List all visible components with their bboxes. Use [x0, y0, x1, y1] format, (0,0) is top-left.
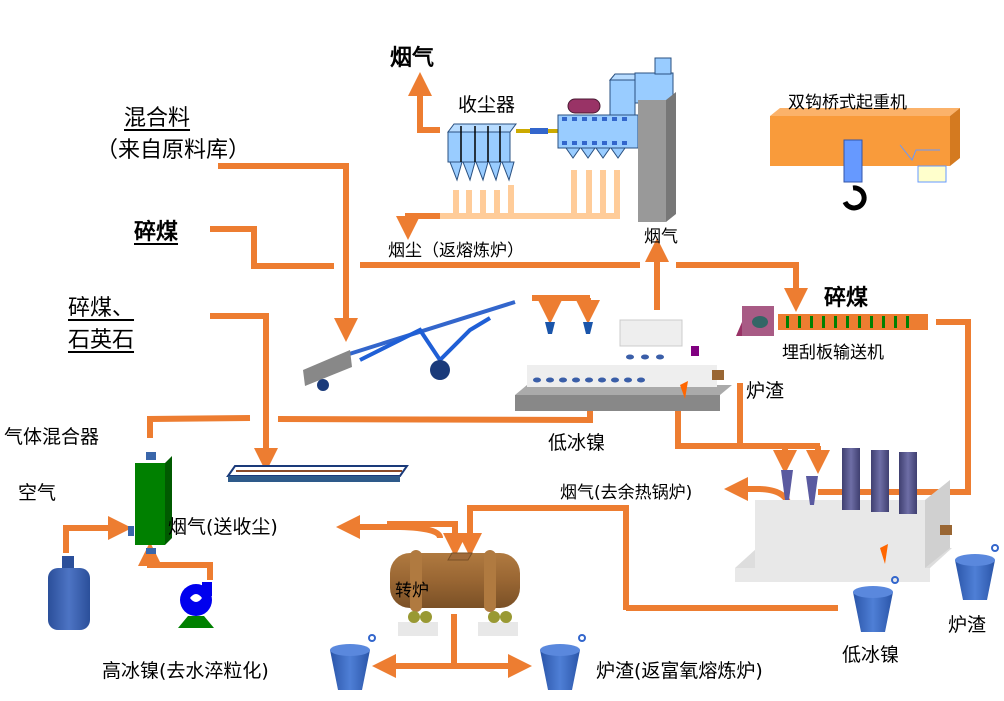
label-air: 空气	[18, 482, 57, 504]
label-mixed-material: 混合料	[124, 106, 191, 131]
bridge-crane	[770, 108, 960, 211]
label-converter: 转炉	[395, 581, 429, 601]
label-crushed-coal-quartz-2: 石英石	[68, 328, 135, 353]
ladle-high-matte	[330, 634, 376, 690]
dust-collector	[447, 123, 558, 182]
label-high-matte: 高冰镍(去水淬粒化)	[102, 660, 269, 682]
label-slag-2: 炉渣	[948, 614, 987, 636]
label-low-matte-1: 低冰镍	[548, 432, 606, 454]
flow-to-converter-1	[387, 521, 467, 557]
inclined-belt-conveyor	[303, 300, 516, 391]
label-gas-mixer: 气体混合器	[4, 426, 100, 448]
flow-gas-mixer	[147, 415, 251, 438]
dust-lines	[440, 170, 620, 219]
label-low-matte-2: 低冰镍	[842, 644, 900, 666]
label-mixed-material-source: （来自原料库）	[96, 138, 251, 163]
air-tank	[48, 556, 90, 630]
ladle-slag-return	[540, 634, 586, 690]
label-slag-1: 炉渣	[746, 380, 785, 402]
gas-mixer	[128, 452, 172, 554]
electric-furnace-1	[515, 319, 732, 411]
chimney-stack	[638, 92, 676, 222]
flow-crushed-coal	[210, 226, 334, 269]
flow-scraper-out	[818, 319, 971, 495]
flow-lines	[63, 163, 971, 678]
label-flue-gas-to-collector: 烟气(送收尘)	[168, 516, 278, 538]
label-slag-return: 炉渣(返富氧熔炼炉)	[596, 660, 763, 682]
flow-coal-quartz	[210, 313, 278, 472]
blower-fan	[178, 582, 214, 628]
label-dust-return: 烟尘（返熔炼炉）	[388, 241, 524, 261]
flow-dust-return	[396, 213, 440, 240]
converter	[390, 550, 520, 636]
ladle-slag	[955, 544, 999, 600]
flow-low-matte-1	[675, 400, 820, 449]
label-crane: 双钩桥式起重机	[788, 93, 907, 113]
label-flue-gas-top: 烟气	[390, 46, 435, 71]
flow-flue-from-converter	[336, 515, 443, 539]
electric-furnace-2	[735, 448, 952, 582]
electrostatic-precipitator	[557, 57, 674, 159]
label-crushed-coal-1: 碎煤	[134, 220, 179, 245]
flow-mixed-material	[218, 163, 358, 342]
ladle-low-matte	[853, 576, 899, 632]
flow-fan	[138, 542, 213, 580]
scraper-conveyor	[736, 306, 928, 336]
label-scraper-conveyor: 埋刮板输送机	[782, 343, 884, 363]
label-flue-gas-stack: 烟气	[644, 227, 678, 247]
label-flue-gas-to-boiler: 烟气(去余热锅炉)	[560, 483, 693, 503]
flow-air	[63, 516, 132, 553]
label-crushed-coal-2: 碎煤	[824, 286, 869, 311]
flow-flue-top	[408, 72, 440, 133]
belt-conveyor	[226, 465, 409, 482]
flow-to-scraper	[676, 262, 808, 312]
label-dust-collector: 收尘器	[458, 94, 516, 116]
label-crushed-coal-quartz-1: 碎煤、	[68, 296, 135, 321]
flow-to-converter-2	[458, 505, 629, 610]
